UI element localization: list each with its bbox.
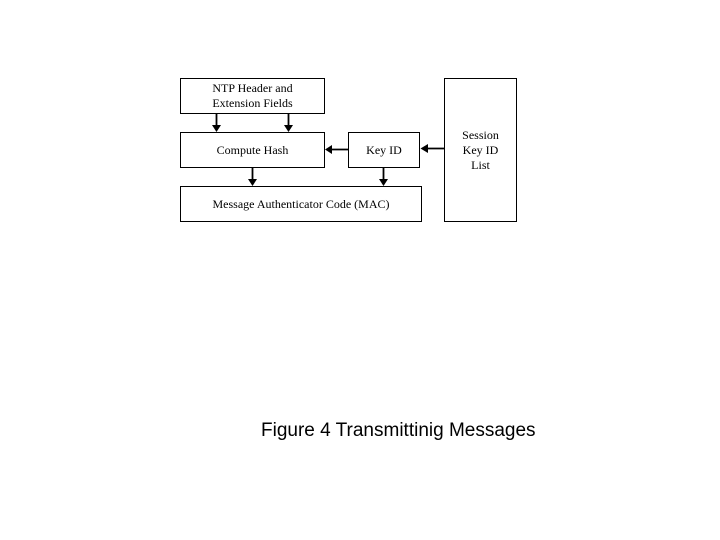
- arrow-ntp-to-hash-left: [212, 114, 221, 132]
- figure-caption: Figure 4 Transmittinig Messages: [261, 420, 536, 441]
- box-ntp-header-line2: Extension Fields: [212, 96, 293, 110]
- box-mac: Message Authenticator Code (MAC): [180, 186, 422, 222]
- box-session-line2: Key ID: [462, 142, 499, 157]
- box-compute-hash-label: Compute Hash: [216, 142, 289, 157]
- arrow-keyid-to-mac: [379, 168, 388, 186]
- arrow-ntp-to-hash-right: [284, 114, 293, 132]
- box-ntp-header: NTP Header and Extension Fields: [180, 78, 325, 114]
- box-session-key-id-list: Session Key ID List: [444, 78, 517, 222]
- box-key-id: Key ID: [348, 132, 420, 168]
- arrow-hash-to-mac: [248, 168, 257, 186]
- box-ntp-header-line1: NTP Header and: [212, 81, 293, 95]
- box-compute-hash: Compute Hash: [180, 132, 325, 168]
- box-session-line3: List: [471, 157, 490, 172]
- box-key-id-label: Key ID: [366, 142, 402, 157]
- arrow-keyid-to-hash: [325, 145, 348, 154]
- arrow-session-to-keyid: [420, 144, 444, 153]
- box-session-line1: Session: [462, 127, 499, 142]
- box-mac-label: Message Authenticator Code (MAC): [212, 196, 390, 211]
